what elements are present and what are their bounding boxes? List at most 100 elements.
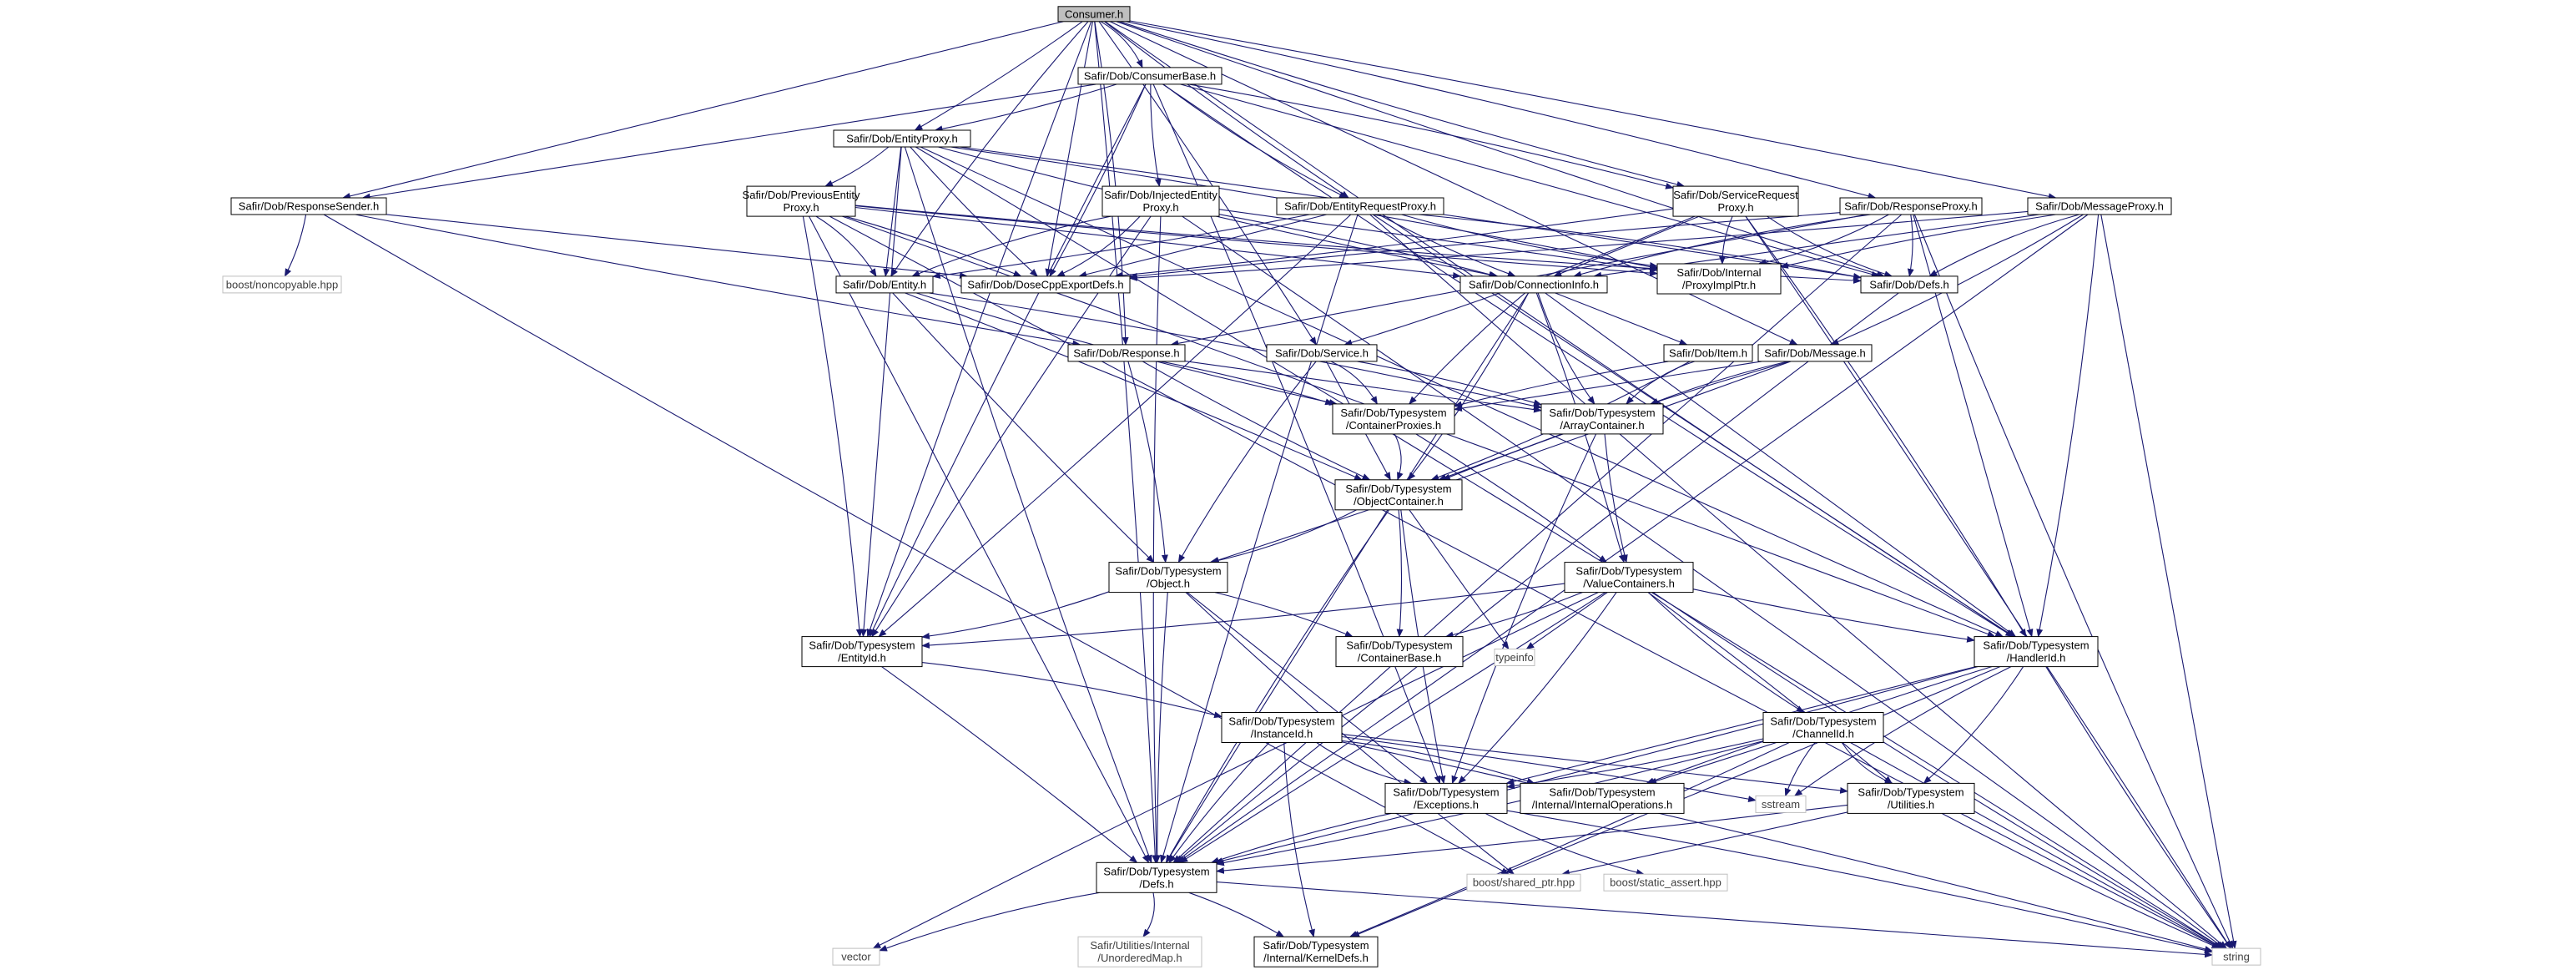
- node-box: [1974, 636, 2099, 668]
- node-dobdefs[interactable]: Safir/Dob/Defs.h: [1860, 275, 1958, 294]
- node-label: /EntityId.h: [838, 652, 886, 664]
- node-noncopyable: boost/noncopyable.hpp: [222, 275, 342, 294]
- node-string: string: [2211, 947, 2261, 966]
- edge-consumer-to-entityid: [866, 21, 1092, 638]
- node-valconts[interactable]: Safir/Dob/Typesystem/ValueContainers.h: [1564, 562, 1694, 594]
- node-consumer[interactable]: Consumer.h: [1057, 6, 1131, 23]
- edge-conninfo-to-arraycont: [1537, 292, 1596, 405]
- node-label: /Exceptions.h: [1414, 798, 1479, 811]
- edge-tsdefs-to-string: [1216, 882, 2213, 958]
- node-msgproxy[interactable]: Safir/Dob/MessageProxy.h: [2027, 197, 2172, 215]
- node-label: Safir/Dob/Typesystem: [1393, 786, 1499, 798]
- edge-utilities-to-sharedptr: [1561, 811, 1848, 876]
- node-contbase[interactable]: Safir/Dob/Typesystem/ContainerBase.h: [1335, 636, 1464, 668]
- node-label: Proxy.h: [783, 201, 819, 214]
- node-responsesender[interactable]: Safir/Dob/ResponseSender.h: [230, 197, 387, 215]
- node-label: string: [2223, 951, 2250, 963]
- edge-consumer-to-entityproxy: [914, 21, 1083, 131]
- edge-instanceid-to-internalops: [1341, 740, 1535, 785]
- node-entreqproxy[interactable]: Safir/Dob/EntityRequestProxy.h: [1276, 197, 1444, 215]
- edge-msgproxy-to-message: [1830, 214, 2084, 346]
- node-respproxy[interactable]: Safir/Dob/ResponseProxy.h: [1839, 197, 1983, 215]
- edge-consumer-to-handlerid: [1104, 21, 2015, 638]
- node-box: [1108, 562, 1228, 594]
- node-box: [230, 197, 387, 215]
- node-entityid[interactable]: Safir/Dob/Typesystem/EntityId.h: [801, 636, 923, 668]
- edge-consumerbase-to-entreqproxy: [1162, 83, 1348, 199]
- node-objcont[interactable]: Safir/Dob/Typesystem/ObjectContainer.h: [1334, 479, 1463, 511]
- node-internalops[interactable]: Safir/Dob/Typesystem/Internal/InternalOp…: [1520, 782, 1685, 814]
- node-box: [1847, 782, 1975, 814]
- edge-valconts-to-vector: [872, 592, 1599, 949]
- edge-response-to-arraycont: [1184, 361, 1542, 413]
- edge-msgproxy-to-handlerid: [2036, 214, 2100, 638]
- node-box: [1101, 185, 1220, 217]
- node-utilities[interactable]: Safir/Dob/Typesystem/Utilities.h: [1847, 782, 1975, 814]
- node-label: typeinfo: [1495, 651, 1534, 664]
- edge-service-to-object: [1177, 361, 1317, 563]
- node-response[interactable]: Safir/Dob/Response.h: [1067, 344, 1186, 362]
- node-box: [832, 947, 880, 966]
- edge-valconts-to-string: [1652, 592, 2224, 949]
- node-label: Safir/Dob/Internal: [1676, 266, 1761, 279]
- node-service[interactable]: Safir/Dob/Service.h: [1266, 344, 1378, 362]
- edge-conninfo-to-contproxies: [1409, 292, 1525, 405]
- node-box: [1839, 197, 1983, 215]
- nodes-layer: Consumer.hSafir/Dob/ConsumerBase.hSafir/…: [222, 6, 2261, 967]
- node-entity[interactable]: Safir/Dob/Entity.h: [835, 275, 934, 294]
- edge-objcont-to-typeinfo: [1409, 509, 1510, 650]
- node-label: Safir/Dob/Typesystem: [1983, 639, 2089, 652]
- node-conninfo[interactable]: Safir/Dob/ConnectionInfo.h: [1459, 275, 1608, 294]
- edge-item-to-contproxies: [1454, 361, 1669, 408]
- node-box: [1057, 6, 1131, 23]
- node-box: [801, 636, 923, 668]
- edge-entreqproxy-to-handlerid: [1372, 214, 2014, 638]
- node-box: [1762, 712, 1884, 743]
- node-contproxies[interactable]: Safir/Dob/Typesystem/ContainerProxies.h: [1332, 403, 1455, 435]
- node-kerneldefs[interactable]: Safir/Dob/Typesystem/Internal/KernelDefs…: [1253, 936, 1379, 967]
- edge-handlerid-to-string: [2045, 666, 2231, 949]
- node-dosecpp[interactable]: Safir/Dob/DoseCppExportDefs.h: [960, 275, 1131, 294]
- node-box: [1221, 712, 1343, 743]
- node-label: boost/shared_ptr.hpp: [1473, 876, 1575, 889]
- edge-object-to-contbase: [1214, 592, 1354, 638]
- edge-msgproxy-to-dobdefs: [1928, 214, 2079, 277]
- node-handlerid[interactable]: Safir/Dob/Typesystem/HandlerId.h: [1974, 636, 2099, 668]
- edge-conninfo-to-objcont: [1407, 292, 1530, 481]
- node-tsdefs[interactable]: Safir/Dob/Typesystem/Defs.h: [1096, 861, 1217, 893]
- node-channelid[interactable]: Safir/Dob/Typesystem/ChannelId.h: [1762, 712, 1884, 743]
- edge-objcont-to-contbase: [1396, 509, 1404, 638]
- edge-injproxy-to-tsdefs: [1152, 216, 1162, 864]
- node-entityproxy[interactable]: Safir/Dob/EntityProxy.h: [833, 129, 971, 148]
- node-object[interactable]: Safir/Dob/Typesystem/Object.h: [1108, 562, 1228, 594]
- edge-consumer-to-msgproxy: [1129, 20, 2057, 200]
- node-instanceid[interactable]: Safir/Dob/Typesystem/InstanceId.h: [1221, 712, 1343, 743]
- node-label: /InstanceId.h: [1251, 728, 1313, 740]
- edge-responsesender-to-dosecpp: [386, 214, 968, 279]
- node-box: [1860, 275, 1958, 294]
- node-item[interactable]: Safir/Dob/Item.h: [1663, 344, 1753, 362]
- node-message[interactable]: Safir/Dob/Message.h: [1757, 344, 1873, 362]
- node-arraycont[interactable]: Safir/Dob/Typesystem/ArrayContainer.h: [1540, 403, 1664, 435]
- node-proxyimpl[interactable]: Safir/Dob/Internal/ProxyImplPtr.h: [1656, 263, 1782, 295]
- edge-entityproxy-to-tsdefs: [904, 146, 1152, 864]
- node-label: Safir/Dob/Typesystem: [1263, 939, 1369, 952]
- node-typeinfo: typeinfo: [1494, 649, 1535, 666]
- edge-entreqproxy-to-dobdefs: [1419, 214, 1862, 280]
- edge-injproxy-to-conninfo: [1218, 214, 1498, 278]
- edge-consumer-to-entreqproxy: [1104, 21, 1349, 199]
- edge-prevproxy-to-tsdefs: [809, 215, 1149, 864]
- edge-injproxy-to-entityid: [871, 215, 1152, 638]
- node-box: [1334, 479, 1463, 511]
- node-label: Safir/Dob/Typesystem: [1340, 407, 1446, 419]
- edge-tsdefs-to-vector: [879, 892, 1100, 952]
- node-consumerbase[interactable]: Safir/Dob/ConsumerBase.h: [1077, 67, 1222, 85]
- edge-objcont-to-tsdefs: [1165, 509, 1390, 864]
- node-label: boost/static_assert.hpp: [1610, 876, 1722, 889]
- node-exceptions[interactable]: Safir/Dob/Typesystem/Exceptions.h: [1384, 782, 1508, 814]
- edges-layer: [284, 20, 2237, 958]
